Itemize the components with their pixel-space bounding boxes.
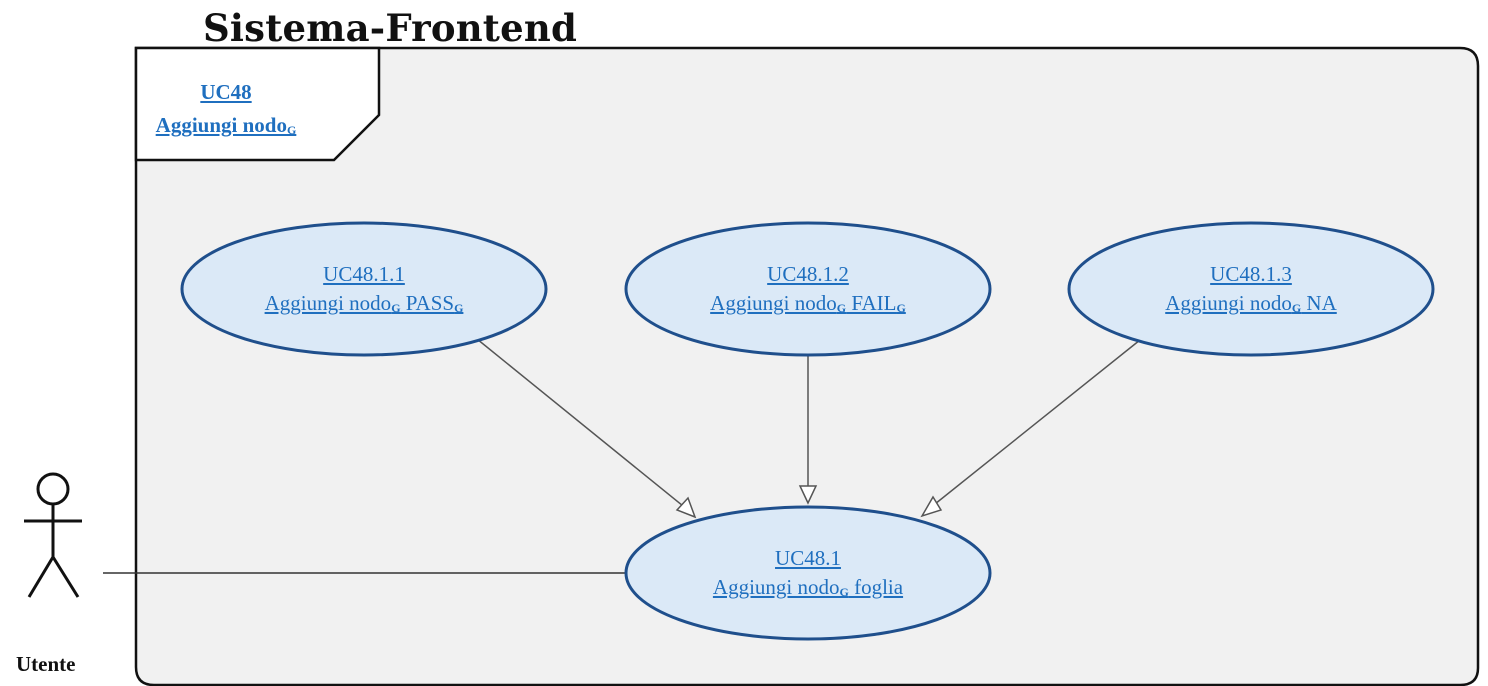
actor-figure-icon [24,472,82,598]
use-case-ellipse-uc48-1-3[interactable] [1067,221,1435,357]
generalization-edge-1 [476,338,689,511]
frame-name-link[interactable]: Aggiungi nodoG [155,113,297,137]
actor-label: Utente [16,652,76,676]
use-case-ellipse-uc48-1-2[interactable] [624,221,992,357]
use-case-name-link[interactable]: Aggiungi nodoG NA [1165,291,1337,315]
system-boundary [134,46,1480,686]
system-title: Sistema-Frontend [203,6,578,50]
use-case-id-link[interactable]: UC48.1.1 [323,262,405,286]
use-case-name-link[interactable]: Aggiungi nodoG PASSG [264,291,464,315]
use-case-name-link[interactable]: Aggiungi nodoG FAILG [710,291,906,315]
use-case-ellipse-uc48-1[interactable] [624,505,992,641]
use-case-label-uc48-1: UC48.1 Aggiungi nodoG foglia [628,544,988,607]
use-case-label-uc48-1-3: UC48.1.3 Aggiungi nodoG NA [1071,260,1431,323]
use-case-id-link[interactable]: UC48.1.2 [767,262,849,286]
use-case-ellipse-uc48-1-1[interactable] [180,221,548,357]
use-case-id-link[interactable]: UC48.1.3 [1210,262,1292,286]
generalization-arrowhead-2 [798,485,818,505]
use-case-id-link[interactable]: UC48.1 [775,546,841,570]
use-case-label-uc48-1-1: UC48.1.1 Aggiungi nodoG PASSG [184,260,544,323]
use-case-label-uc48-1-2: UC48.1.2 Aggiungi nodoG FAILG [628,260,988,323]
use-case-name-link[interactable]: Aggiungi nodoG foglia [712,575,904,599]
frame-id-link[interactable]: UC48 [200,80,252,104]
generalization-edge-3 [929,339,1141,509]
frame-tab [134,46,381,162]
generalization-arrowhead-3 [920,495,943,518]
frame-label: UC48 Aggiungi nodoG [137,76,315,147]
generalization-arrowhead-1 [675,496,697,519]
